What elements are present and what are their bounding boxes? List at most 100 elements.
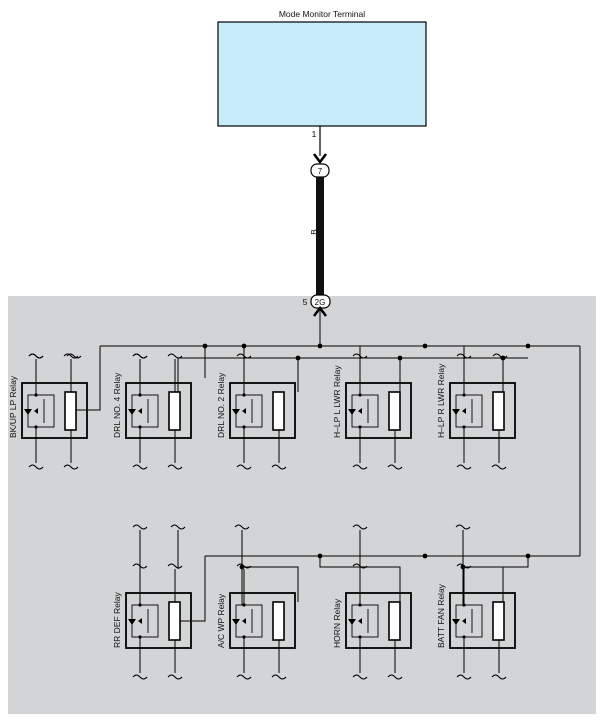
junction-dot [422,553,428,559]
continuation-icon [456,464,472,470]
relay-top-0: BK/UP LP Relay [8,359,88,463]
relay-label: RR DEF Relay [112,592,122,648]
relay-label: BK/UP LP Relay [8,375,18,438]
relay-coil [388,391,401,431]
continuation-icon [167,674,183,680]
diode-icon [24,409,32,415]
junction-dot [241,343,247,349]
continuation-icon [387,464,403,470]
diode-icon [232,619,240,625]
continuation-icon [132,524,148,530]
continuation-icon [63,464,79,470]
relay-box [345,382,412,439]
relay-bottom-2: HORN Relay [332,569,412,673]
relay-bottom-0: RR DEF Relay [112,569,192,673]
continuation-icon [234,524,250,530]
continuation-icon [132,353,148,359]
connector-7-id: 7 [318,167,323,176]
continuation-icon [167,563,183,569]
continuation-icon [387,674,403,680]
arrow-right-icon [138,618,142,624]
arrow-right-icon [462,618,466,624]
junction-dot [422,343,428,349]
relay-label: H–LP L LWR Relay [332,365,342,438]
junction-dot [295,355,301,361]
arrow-right-icon [462,408,466,414]
continuation-icon [491,674,507,680]
relay-label: DRL NO. 4 Relay [112,372,122,438]
relay-box [345,592,412,649]
terminal-pin: 1 [312,129,317,139]
wire-b [316,177,324,295]
relay-coil [168,391,181,431]
wire-batt-coil [502,556,529,602]
continuation-icon [352,524,368,530]
wire-bkup [87,346,101,411]
mode-monitor-terminal-box [217,21,427,127]
arrow-right-icon [358,618,362,624]
relay-coil [492,391,505,431]
junction-dot [317,343,323,349]
relay-label: BATT FAN Relay [436,583,446,648]
relay-box [229,592,296,649]
diode-icon [452,619,460,625]
arrow-right-icon [34,408,38,414]
relay-coil [388,601,401,641]
junction-dot [525,553,531,559]
relay-box [449,592,516,649]
wire-rrdef [169,556,206,622]
continuation-icon [236,464,252,470]
relay-coil [64,391,77,431]
continuation-icon [271,464,287,470]
wire-color-label: B [309,229,319,235]
continuation-icon [28,464,44,470]
arrow-right-icon [242,618,246,624]
continuation-icon [352,464,368,470]
continuation-icon [271,674,287,680]
relay-coil [272,391,285,431]
junction-dots [202,343,531,570]
arrow-down-icon [313,153,327,165]
connector-2g-pin: 5 [303,297,308,307]
continuation-icon [455,524,471,530]
relay-coil [272,601,285,641]
relay-coil [492,601,505,641]
relay-label: HORN Relay [332,598,342,648]
arrow-right-icon [242,408,246,414]
continuation-icon [66,353,82,359]
continuation-icon [352,674,368,680]
relays: BK/UP LP Relay DRL NO. 4 Relay DRL NO. 2 R… [8,359,516,673]
junction-dot [460,564,466,570]
junction-dot [500,355,506,361]
relay-top-4: H–LP R LWR Relay [436,359,516,463]
relay-box [229,382,296,439]
relay-label: A/C WP Relay [216,593,226,648]
relay-bottom-3: BATT FAN Relay [436,569,516,673]
diode-icon [232,409,240,415]
continuation-icon [167,353,183,359]
continuation-icon [167,464,183,470]
relay-box [449,382,516,439]
continuation-icon [132,464,148,470]
relay-top-3: H–LP L LWR Relay [332,359,412,463]
relay-label: H–LP R LWR Relay [436,363,446,438]
relay-coil [168,601,181,641]
junction-dot [202,343,208,349]
relay-bottom-1: A/C WP Relay [216,569,296,673]
relay-top-1: DRL NO. 4 Relay [112,359,192,463]
relay-top-2: DRL NO. 2 Relay [216,359,296,463]
continuation-icon [170,524,186,530]
diode-icon [348,409,356,415]
continuation-icon [491,464,507,470]
connector-2g-id: 2G [315,298,326,307]
junction-dot [397,355,403,361]
continuation-icon [456,674,472,680]
continuation-icon [236,674,252,680]
diode-icon [128,409,136,415]
diode-icon [348,619,356,625]
junction-dot [525,343,531,349]
junction-block [8,296,596,714]
terminal-title: Mode Monitor Terminal [279,9,365,19]
continuation-icon [28,353,44,359]
